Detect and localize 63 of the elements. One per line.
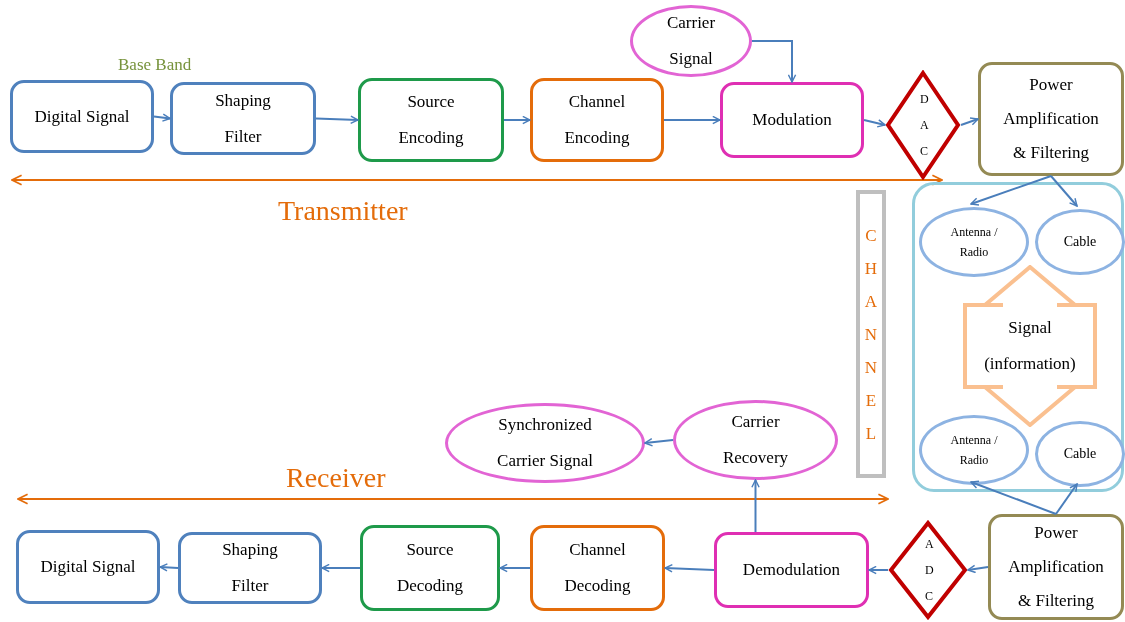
arrow bbox=[321, 563, 361, 573]
converter-diamond bbox=[888, 520, 968, 620]
node-text: Antenna / Radio bbox=[949, 432, 999, 469]
node-text: Channel Encoding bbox=[563, 91, 631, 149]
node-text: Power Amplification & Filtering bbox=[1007, 522, 1105, 612]
node-text: Synchronized Carrier Signal bbox=[496, 414, 594, 472]
node-text: Carrier Recovery bbox=[721, 411, 790, 469]
process-box bbox=[178, 532, 322, 604]
node-text: Carrier Signal bbox=[665, 12, 717, 70]
arrow bbox=[970, 480, 1057, 515]
process-box bbox=[530, 78, 664, 162]
arrow bbox=[663, 115, 721, 125]
arrow bbox=[153, 113, 171, 122]
diagram-label: Base Band bbox=[118, 54, 192, 76]
medium-ellipse bbox=[1035, 421, 1125, 487]
arrow bbox=[960, 117, 979, 126]
node-text: Channel Decoding bbox=[563, 539, 632, 597]
node-text: Shaping Filter bbox=[221, 539, 279, 597]
channel-group-box bbox=[912, 182, 1124, 492]
node-text: Cable bbox=[1063, 233, 1097, 251]
process-box bbox=[714, 532, 869, 608]
node-text: Demodulation bbox=[742, 559, 841, 581]
node-text: Power Amplification & Filtering bbox=[1002, 74, 1100, 164]
arrow bbox=[664, 564, 715, 573]
diagram-label: Transmitter bbox=[278, 194, 408, 228]
arrow bbox=[751, 479, 760, 533]
node-text: Antenna / Radio bbox=[949, 224, 999, 261]
process-box bbox=[358, 78, 504, 162]
arrow bbox=[868, 565, 889, 575]
arrow bbox=[970, 175, 1052, 206]
arrow bbox=[863, 119, 886, 128]
node-text: Source Encoding bbox=[397, 91, 465, 149]
arrow bbox=[499, 563, 531, 573]
node-text: Cable bbox=[1063, 445, 1097, 463]
node-text: CHANNEL bbox=[863, 224, 879, 445]
arrow bbox=[1055, 483, 1078, 515]
process-box bbox=[16, 530, 160, 604]
process-box bbox=[10, 80, 154, 153]
node-text: Shaping Filter bbox=[214, 89, 272, 148]
process-box bbox=[978, 62, 1124, 176]
diagram-label: Receiver bbox=[286, 462, 386, 494]
medium-ellipse bbox=[919, 415, 1029, 485]
arrow bbox=[1050, 175, 1078, 207]
converter-diamond bbox=[885, 70, 961, 180]
process-box bbox=[530, 525, 665, 611]
node-text: Digital Signal bbox=[40, 556, 136, 578]
channel-bar bbox=[856, 190, 886, 478]
arrow bbox=[503, 115, 531, 125]
node-text: Modulation bbox=[752, 109, 832, 131]
node-text: Digital Signal bbox=[34, 105, 130, 128]
arrow bbox=[315, 115, 359, 125]
node-text: Signal (information) bbox=[983, 317, 1077, 375]
arrow bbox=[751, 40, 797, 83]
node-text: Source Decoding bbox=[395, 539, 465, 597]
process-box bbox=[170, 82, 316, 155]
process-box bbox=[988, 514, 1124, 620]
arrow bbox=[159, 563, 179, 572]
process-box bbox=[360, 525, 500, 611]
process-box bbox=[720, 82, 864, 158]
double-block-arrow bbox=[963, 265, 1097, 427]
arrow bbox=[967, 564, 989, 574]
arrow bbox=[644, 437, 674, 447]
medium-ellipse bbox=[1035, 209, 1125, 275]
